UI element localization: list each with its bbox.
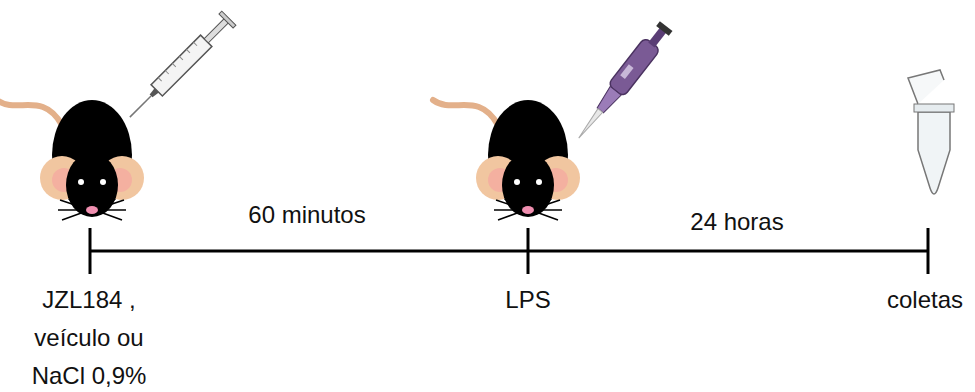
syringe-illustration [123, 11, 236, 124]
stimulus-label: LPS [468, 281, 588, 319]
collection-label: coletas [865, 281, 975, 319]
mouse-illustration [433, 100, 580, 220]
interval-label: 60 minutos [207, 196, 407, 234]
treatment-label: JZL184 , veículo ou NaCl 0,9% [19, 281, 159, 392]
mouse-illustration [0, 100, 144, 220]
interval-label: 24 horas [637, 203, 837, 241]
timeline-axis [90, 228, 928, 274]
tube-illustration [908, 70, 954, 194]
pipette-illustration [571, 20, 674, 144]
